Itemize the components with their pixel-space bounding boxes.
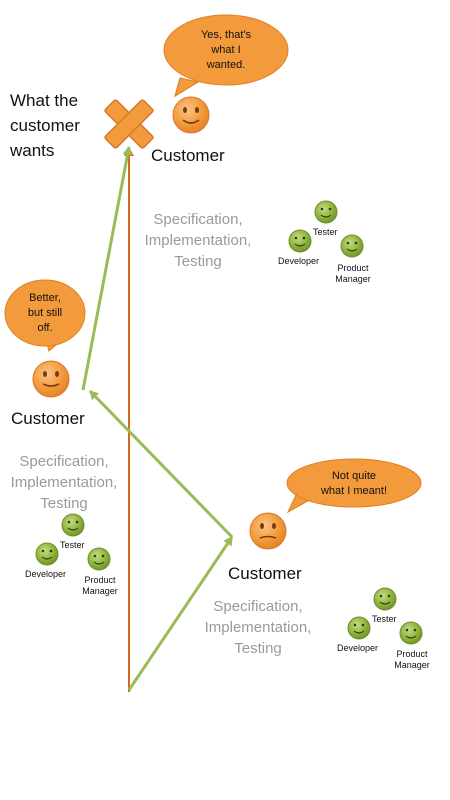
developer-icon-3 xyxy=(347,616,371,640)
customer-label-2: Customer xyxy=(11,409,85,428)
goal-label-line-1: What the xyxy=(10,91,79,110)
customer-label-1: Customer xyxy=(151,146,225,165)
pm-1-line-1: Product xyxy=(337,263,369,273)
bubble-1-line-1: Yes, that's xyxy=(200,29,251,41)
process-label-3: Specification, Implementation, Testing xyxy=(188,596,328,659)
bubble-2-line-2: but still xyxy=(27,307,63,319)
process-2-line-3: Testing xyxy=(40,495,88,512)
pm-2-line-1: Product xyxy=(84,575,116,585)
product-manager-label-2: Product Manager xyxy=(75,575,125,597)
process-1-line-1: Specification, xyxy=(153,211,243,228)
product-manager-icon-2 xyxy=(87,547,111,571)
developer-label-3: Developer xyxy=(337,643,379,653)
bubble-text-2: Better, but still off. xyxy=(15,291,75,336)
bubble-text-1: Yes, that's what I wanted. xyxy=(176,28,276,73)
tester-icon-1 xyxy=(314,200,338,224)
process-2-line-2: Implementation, xyxy=(10,474,118,491)
goal-label: What the customer wants xyxy=(10,88,80,163)
bubble-2-line-1: Better, xyxy=(29,292,61,304)
process-label-1: Specification, Implementation, Testing xyxy=(128,209,268,272)
bubble-text-3: Not quite what I meant! xyxy=(299,469,409,499)
bubble-3-line-2: what I meant! xyxy=(320,485,388,497)
speech-bubble-3 xyxy=(286,458,422,514)
iteration-arrow-3 xyxy=(81,146,133,391)
tester-icon-3 xyxy=(373,587,397,611)
process-1-line-3: Testing xyxy=(174,253,222,270)
tester-icon-2 xyxy=(61,513,85,537)
process-3-line-3: Testing xyxy=(234,640,282,657)
process-2-line-1: Specification, xyxy=(19,453,109,470)
bubble-2-line-3: off. xyxy=(37,322,53,334)
product-manager-icon-3 xyxy=(399,621,423,645)
bubble-1-line-2: what I xyxy=(211,44,241,56)
product-manager-label-3: Product Manager xyxy=(387,649,437,671)
product-manager-label-1: Product Manager xyxy=(328,263,378,285)
customer-happy-icon-1 xyxy=(172,96,210,134)
customer-happy-icon-2 xyxy=(32,360,70,398)
tester-label-2: Tester xyxy=(60,540,85,550)
speech-bubble-1 xyxy=(163,14,289,98)
tester-label-3: Tester xyxy=(372,614,397,624)
goal-label-line-2: customer xyxy=(10,116,80,135)
developer-label-1: Developer xyxy=(278,256,320,266)
pm-1-line-2: Manager xyxy=(335,274,371,284)
customer-neutral-icon xyxy=(249,512,287,550)
pm-2-line-2: Manager xyxy=(82,586,118,596)
tester-label-1: Tester xyxy=(313,227,338,237)
goal-label-line-3: wants xyxy=(10,141,55,160)
iteration-arrow-2 xyxy=(88,389,234,539)
developer-icon-2 xyxy=(35,542,59,566)
developer-label-2: Developer xyxy=(25,569,67,579)
process-3-line-2: Implementation, xyxy=(204,619,312,636)
speech-bubble-2 xyxy=(4,279,86,352)
process-1-line-2: Implementation, xyxy=(144,232,252,249)
iteration-arrow-1 xyxy=(127,536,234,691)
developer-icon-1 xyxy=(288,229,312,253)
customer-label-3: Customer xyxy=(228,564,302,583)
pm-3-line-2: Manager xyxy=(394,660,430,670)
bubble-1-line-3: wanted. xyxy=(206,59,246,71)
product-manager-icon-1 xyxy=(340,234,364,258)
process-3-line-1: Specification, xyxy=(213,598,303,615)
process-label-2: Specification, Implementation, Testing xyxy=(0,451,134,514)
goal-x-icon xyxy=(104,99,154,149)
bubble-3-line-1: Not quite xyxy=(331,470,377,482)
pm-3-line-1: Product xyxy=(396,649,428,659)
